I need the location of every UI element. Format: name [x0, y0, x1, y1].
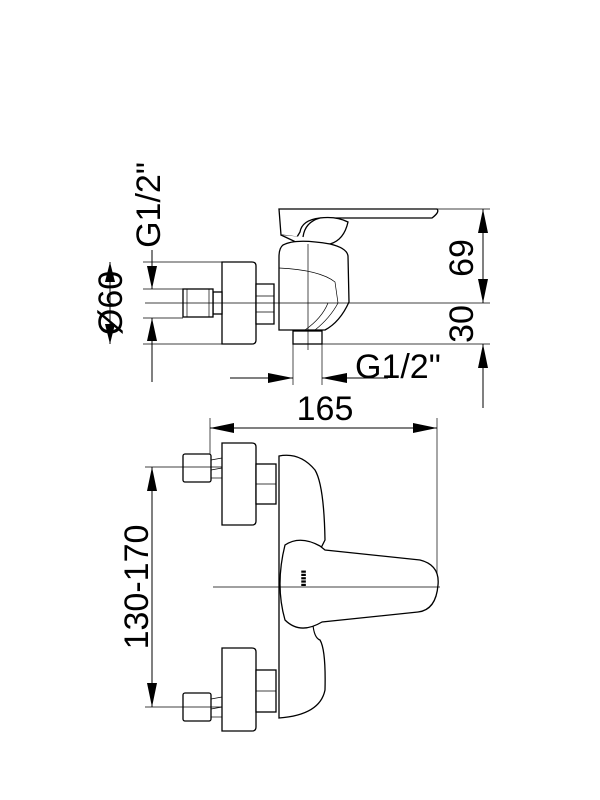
arrowhead [268, 373, 293, 383]
upper-connection [182, 442, 277, 526]
dim-30-label: 30 [443, 305, 481, 343]
arrowhead [210, 423, 234, 433]
lever-handle-front [279, 539, 439, 629]
arrowhead [147, 467, 157, 491]
dim-center-distance-label: 130-170 [118, 525, 156, 650]
arrowhead [105, 324, 115, 344]
arrowhead [322, 373, 347, 383]
arrowhead [147, 318, 157, 341]
arrowhead [478, 344, 488, 368]
outlet-connector [292, 330, 323, 345]
dim-inlet-thread-label: G1/2" [130, 162, 168, 248]
arrowhead [413, 423, 437, 433]
mixer-body [278, 240, 350, 331]
arrowhead [478, 209, 488, 233]
union-nut [255, 283, 275, 325]
lower-connection [182, 647, 277, 732]
inlet-nipple [182, 453, 212, 483]
dim-outlet-thread-label: G1/2" [355, 348, 441, 386]
lever-handle [278, 208, 439, 238]
arrowhead [478, 279, 488, 303]
dim-diameter-label: Ø60 [92, 271, 130, 335]
wall-flange [221, 647, 257, 732]
wall-flange [221, 442, 257, 526]
arrowhead [147, 683, 157, 707]
arrowhead [147, 266, 157, 289]
dim-69-label: 69 [443, 239, 481, 277]
dim-165-label: 165 [297, 390, 354, 428]
front-view: 165 ▮▮▮▮▮ 130-170 [118, 390, 440, 732]
lever-neck [280, 216, 349, 245]
side-view: Ø60 G1/2" 69 30 G1/2" [92, 162, 490, 408]
brand-logo: ▮▮▮▮▮ [300, 570, 306, 587]
arrowhead [105, 262, 115, 282]
